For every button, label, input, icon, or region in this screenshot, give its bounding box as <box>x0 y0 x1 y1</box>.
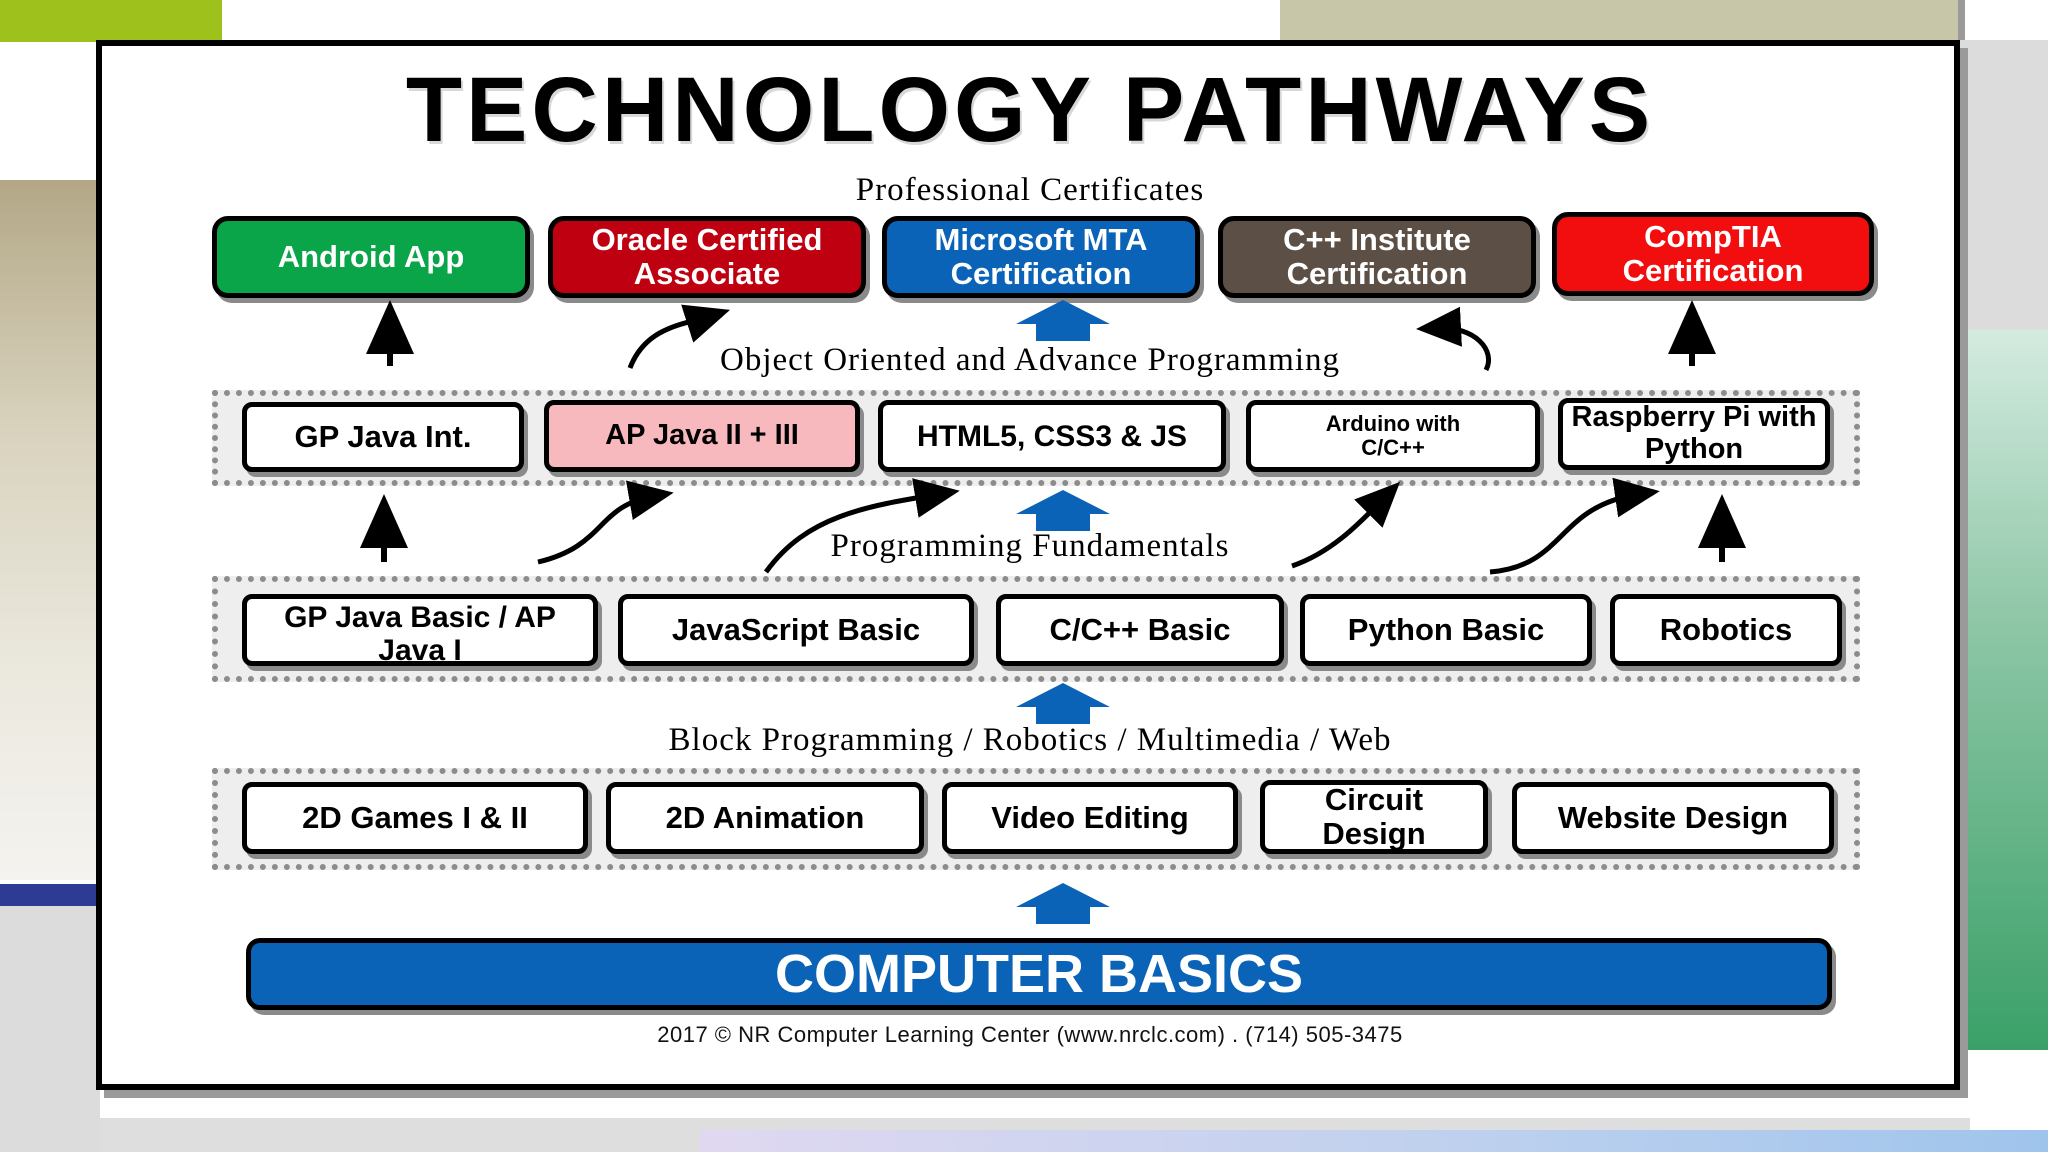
cert-microsoft-mta: Microsoft MTA Certification <box>882 216 1200 298</box>
arrows-layer <box>360 300 1746 924</box>
course-ap-java-2-3: AP Java II + III <box>544 400 860 472</box>
up-arrow-icon <box>360 300 1746 562</box>
bg-khaki-block <box>1280 0 1958 42</box>
blue-up-arrow-icon <box>1016 300 1110 341</box>
course-cpp-basic: C/C++ Basic <box>996 594 1284 666</box>
bg-gray-block-left <box>0 906 100 1152</box>
bg-gray-strip <box>1958 0 1965 60</box>
course-circuit-design: Circuit Design <box>1260 780 1488 854</box>
course-python-basic: Python Basic <box>1300 594 1592 666</box>
cert-android-app: Android App <box>212 216 530 298</box>
course-robotics: Robotics <box>1610 594 1842 666</box>
course-arduino-cpp: Arduino with C/C++ <box>1246 400 1540 472</box>
bg-blue-band <box>0 884 100 906</box>
course-gp-java-int: GP Java Int. <box>242 402 524 472</box>
computer-basics-bar: COMPUTER BASICS <box>246 938 1832 1010</box>
course-website-design: Website Design <box>1512 782 1834 854</box>
course-javascript-basic: JavaScript Basic <box>618 594 974 666</box>
label-block-programming: Block Programming / Robotics / Multimedi… <box>668 722 1392 758</box>
cert-oracle-certified-associate: Oracle Certified Associate <box>548 216 866 298</box>
blue-up-arrow-icon <box>1016 683 1110 724</box>
course-2d-games: 2D Games I & II <box>242 782 588 854</box>
course-video-editing: Video Editing <box>942 782 1238 854</box>
course-html5-css3-js: HTML5, CSS3 & JS <box>878 400 1226 472</box>
bg-gray-block-right <box>1960 40 2048 330</box>
bg-tan-block <box>0 180 100 880</box>
bg-gradient-block <box>700 1130 2048 1152</box>
bg-green-block <box>0 0 222 42</box>
blue-up-arrow-icon <box>1016 490 1110 531</box>
footer-copyright: 2017 © NR Computer Learning Center (www.… <box>657 1022 1403 1047</box>
blue-up-arrow-icon <box>1016 883 1110 924</box>
cert-cpp-institute: C++ Institute Certification <box>1218 216 1536 298</box>
label-programming-fundamentals: Programming Fundamentals <box>830 528 1230 564</box>
course-gp-java-basic: GP Java Basic / AP Java I <box>242 594 598 666</box>
curved-arrow-icon <box>537 304 1660 575</box>
page-title: TECHNOLOGY PATHWAYS <box>405 59 1655 161</box>
course-raspberry-pi-python: Raspberry Pi with Python <box>1558 398 1830 470</box>
course-2d-animation: 2D Animation <box>606 782 924 854</box>
cert-comptia: CompTIA Certification <box>1552 212 1874 296</box>
pathway-slide: TECHNOLOGY PATHWAYS Professional Certifi… <box>96 40 1960 1090</box>
bg-teal-block <box>1968 330 2048 1050</box>
label-oop-advanced: Object Oriented and Advance Programming <box>720 342 1340 378</box>
label-professional-certificates: Professional Certificates <box>855 172 1205 208</box>
